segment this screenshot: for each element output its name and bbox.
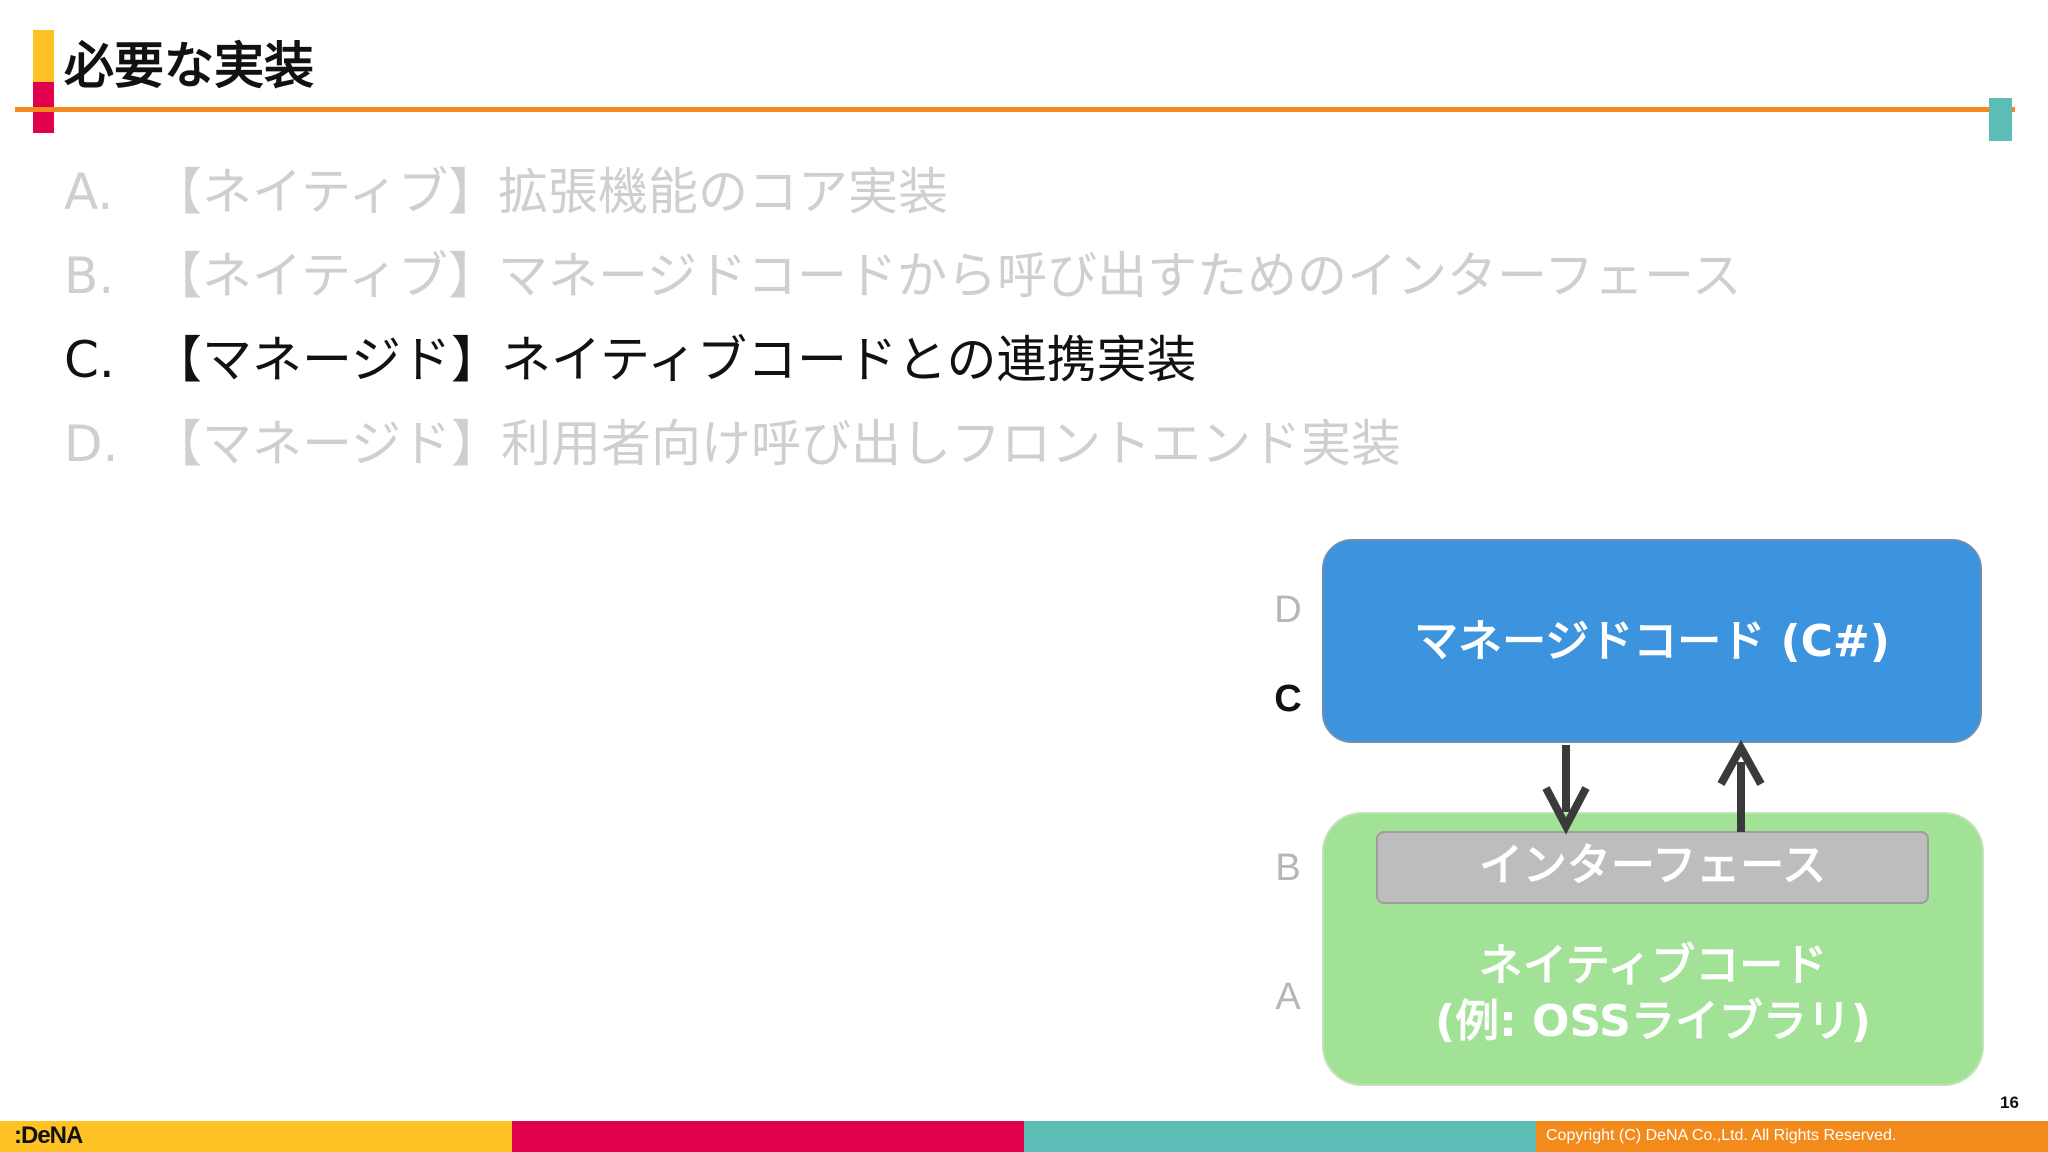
agenda-letter: A. (64, 163, 114, 221)
diagram-label-a: A (1275, 976, 1301, 1018)
agenda-letter: D. (64, 415, 119, 473)
footer-bar-teal (1024, 1121, 1536, 1152)
native-code-label-line1: ネイティブコード (1478, 940, 1828, 991)
agenda-item-b: B. 【ネイティブ】マネージドコードから呼び出すためのインターフェース (64, 244, 1742, 308)
footer-bar-yellow (0, 1121, 512, 1152)
title-underline (15, 107, 2015, 112)
diagram-label-d: D (1274, 589, 1302, 631)
dena-logo: :DeNA (14, 1122, 83, 1149)
agenda-text: 【ネイティブ】マネージドコードから呼び出すためのインターフェース (152, 247, 1742, 305)
agenda-letter: C. (64, 331, 115, 389)
interface-label: インターフェース (1478, 840, 1827, 891)
agenda-text: 【マネージド】利用者向け呼び出しフロントエンド実装 (152, 415, 1401, 473)
native-code-label: ネイティブコード (例: OSSライブラリ) (1322, 938, 1984, 1050)
diagram-label-b: B (1275, 847, 1301, 889)
footer-bar-red (512, 1121, 1024, 1152)
page-number: 16 (2000, 1093, 2019, 1112)
agenda-text: 【ネイティブ】拡張機能のコア実装 (152, 163, 948, 221)
copyright-notice: Copyright (C) DeNA Co.,Ltd. All Rights R… (1546, 1127, 1897, 1144)
agenda-text: 【マネージド】ネイティブコードとの連携実装 (152, 331, 1197, 389)
arrow-up-interface-to-managed (1717, 739, 1765, 832)
interface-box (1376, 831, 1929, 904)
managed-code-box (1322, 539, 1982, 743)
title-accent-teal (1989, 98, 2012, 141)
agenda-item-d: D. 【マネージド】利用者向け呼び出しフロントエンド実装 (64, 412, 1401, 476)
arrow-down-managed-to-interface (1542, 745, 1590, 835)
agenda-item-c: C. 【マネージド】ネイティブコードとの連携実装 (64, 328, 1197, 392)
title-accent-yellow (33, 30, 54, 82)
managed-code-label: マネージドコード (C#) (1414, 616, 1890, 667)
agenda-letter: B. (64, 247, 115, 305)
agenda-item-a: A. 【ネイティブ】拡張機能のコア実装 (64, 160, 948, 224)
diagram-label-c: C (1274, 678, 1302, 720)
footer-bar-orange (1536, 1121, 2048, 1152)
slide-title: 必要な実装 (64, 37, 314, 95)
native-code-label-line2: (例: OSSライブラリ) (1435, 996, 1871, 1047)
